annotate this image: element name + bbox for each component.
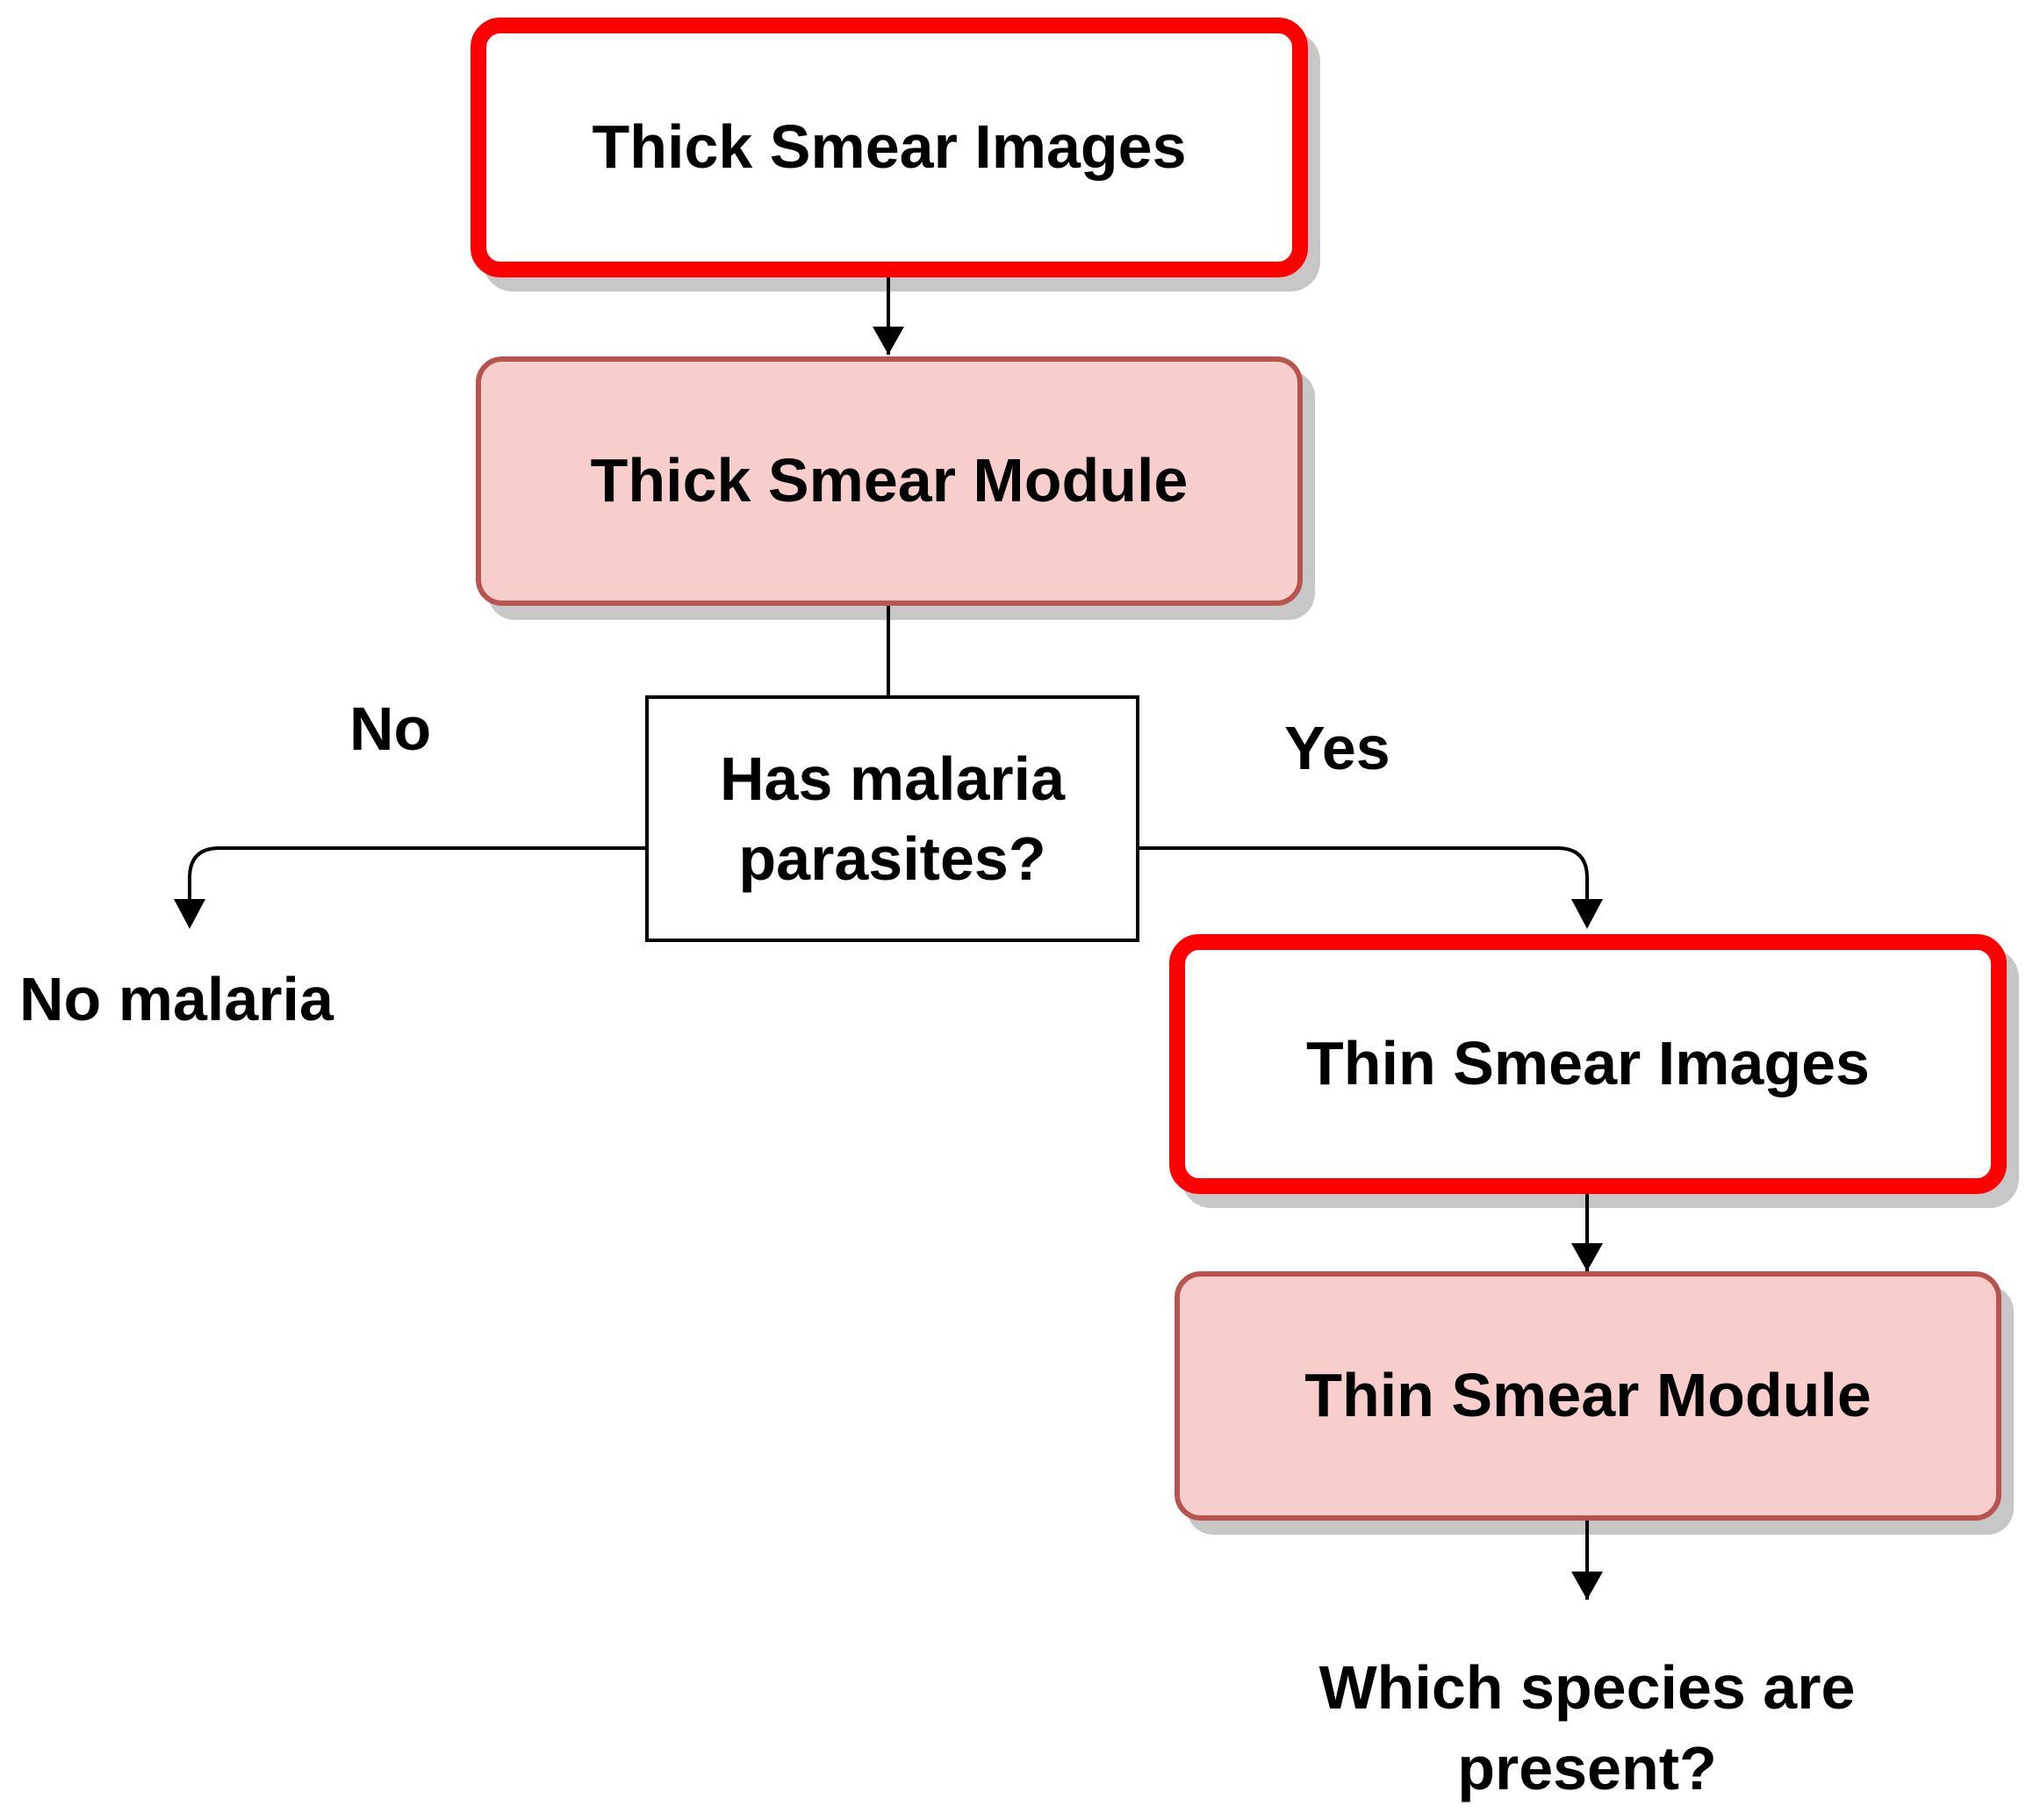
thick-smear-module-label: Thick Smear Module [590, 446, 1189, 515]
decision-line-2: parasites? [738, 824, 1046, 893]
thin-smear-images-node: Thin Smear Images [1169, 934, 2007, 1194]
species-line-2: present? [1457, 1734, 1717, 1803]
thin-smear-module-node: Thin Smear Module [1175, 1271, 2001, 1521]
species-line-1: Which species are [1318, 1653, 1856, 1722]
decision-line-1: Has malaria [719, 744, 1066, 813]
edge-decision-no [188, 846, 645, 904]
arrowhead-thin-images [1571, 899, 1603, 929]
arrowhead-thick-module [873, 327, 904, 355]
thick-smear-images-node: Thick Smear Images [471, 18, 1308, 277]
yes-branch-label: Yes [1284, 714, 1390, 782]
thin-smear-module-label: Thin Smear Module [1304, 1361, 1872, 1430]
thin-smear-images-label: Thin Smear Images [1306, 1029, 1870, 1098]
arrowhead-thin-module [1571, 1243, 1603, 1271]
arrowhead-species [1571, 1572, 1603, 1600]
thick-smear-images-label: Thick Smear Images [592, 112, 1187, 182]
species-question-outcome: Which species are present? [1236, 1647, 1938, 1809]
arrowhead-no-malaria [174, 899, 205, 929]
no-branch-label: No [349, 694, 432, 763]
malaria-decision-node: Has malaria parasites? [645, 695, 1139, 942]
thick-smear-module-node: Thick Smear Module [476, 356, 1303, 606]
edge-decision-yes [1139, 846, 1589, 904]
no-malaria-outcome: No malaria [19, 965, 334, 1033]
